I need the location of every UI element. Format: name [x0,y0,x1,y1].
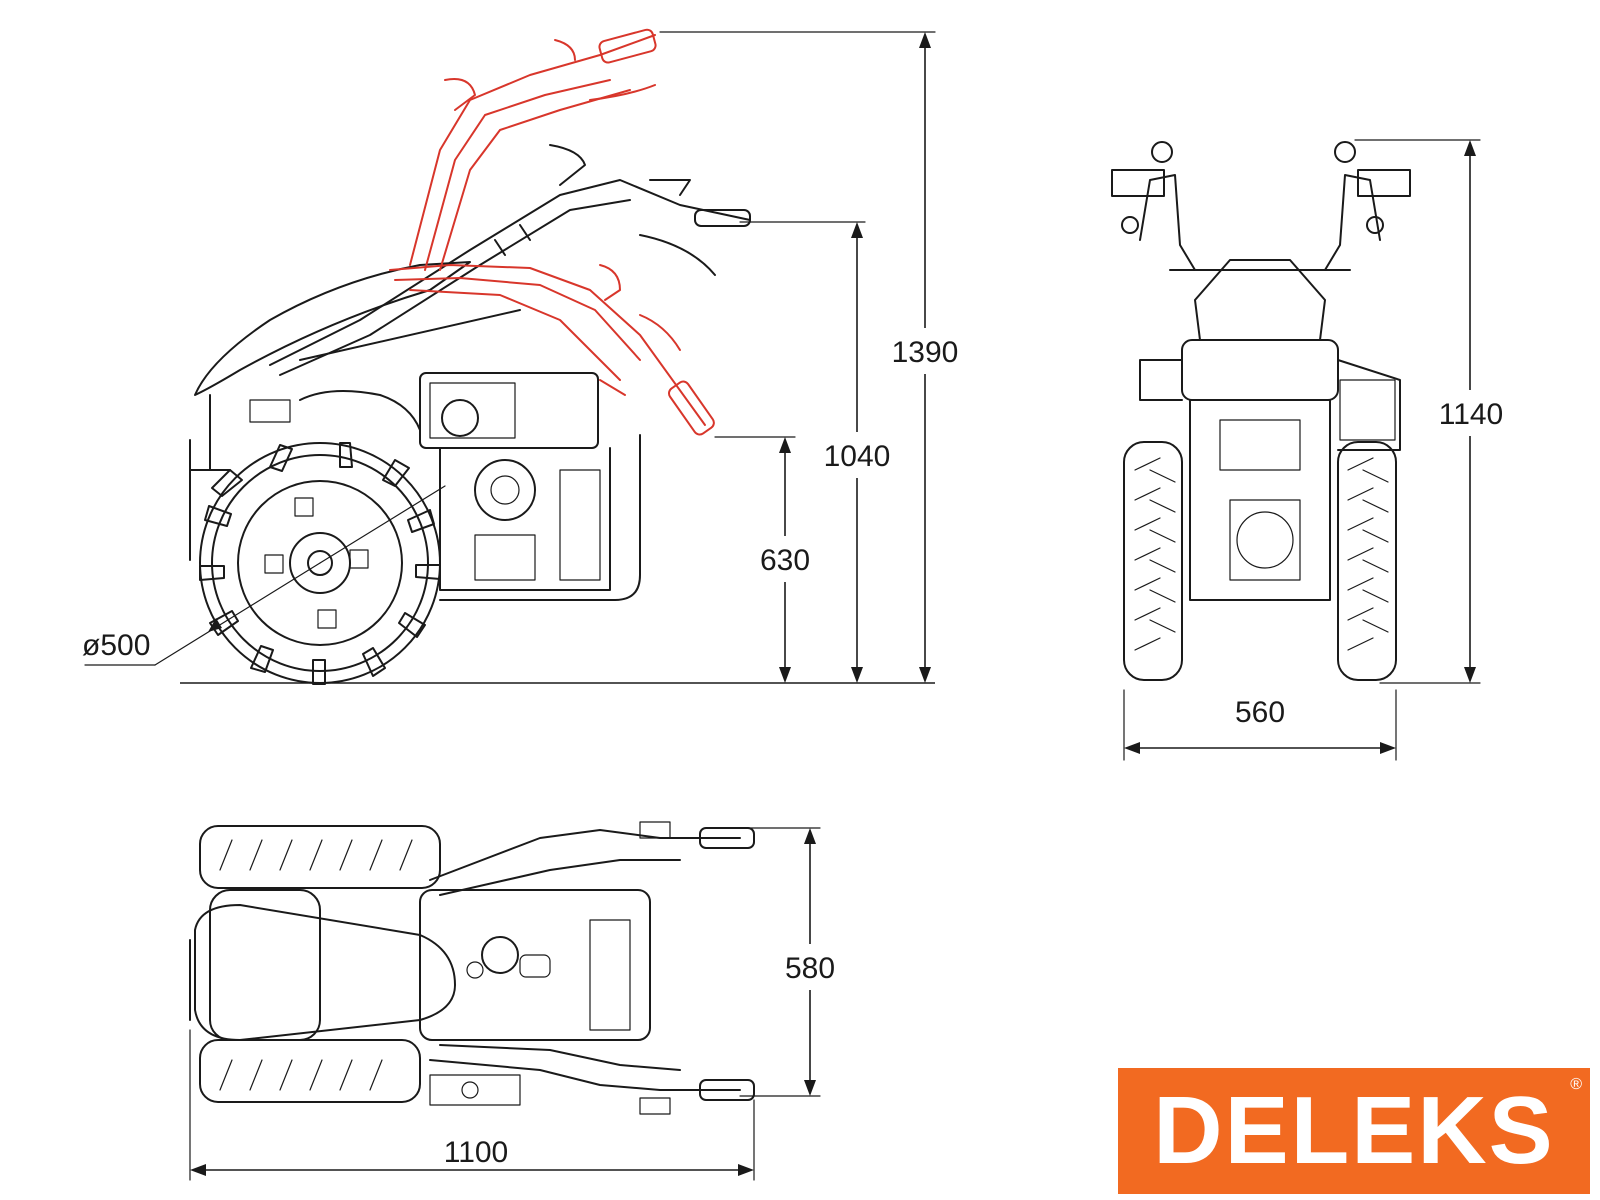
dim-560: 560 [1123,689,1397,761]
side-body [189,261,471,561]
brand-logo: DELEKS ® [1118,1068,1590,1194]
dim-label-560: 560 [1235,696,1285,729]
dim-label-630: 630 [760,544,810,577]
dim-1100: 1100 [189,1029,755,1181]
side-engine [419,372,641,601]
top-view: 580 1100 [189,821,844,1181]
front-tire-right [1337,441,1397,681]
top-handlebars [429,821,755,1115]
registered-mark: ® [1570,1076,1582,1093]
side-handlebar-high [409,28,657,271]
side-wheel [199,442,441,685]
dim-1390: 1390 [659,31,962,683]
front-body [1139,259,1401,601]
front-handles [1111,141,1411,271]
top-body [189,889,651,1041]
dim-1140: 1140 [1354,139,1508,684]
side-handlebar-low [389,264,715,436]
dim-label-580: 580 [785,952,835,985]
top-tire-lower [199,1039,421,1103]
dim-1040: 1040 [739,221,894,683]
dim-label-1040: 1040 [824,440,891,473]
brand-name: DELEKS [1153,1077,1555,1184]
dim-label-1390: 1390 [892,336,959,369]
dim-label-1100: 1100 [444,1136,509,1169]
front-view: 1140 560 [1111,139,1508,761]
dim-wheel-diameter: ø500 [82,485,446,666]
dim-label-1140: 1140 [1439,398,1504,431]
side-view: 1390 1040 630 ø500 [82,28,962,685]
dim-580: 580 [739,827,844,1097]
side-handlebar [269,144,751,376]
front-tire-left [1123,441,1183,681]
top-tire-upper [199,825,441,889]
dim-630: 630 [714,436,818,683]
dim-label-wheel-diameter: ø500 [82,629,150,662]
